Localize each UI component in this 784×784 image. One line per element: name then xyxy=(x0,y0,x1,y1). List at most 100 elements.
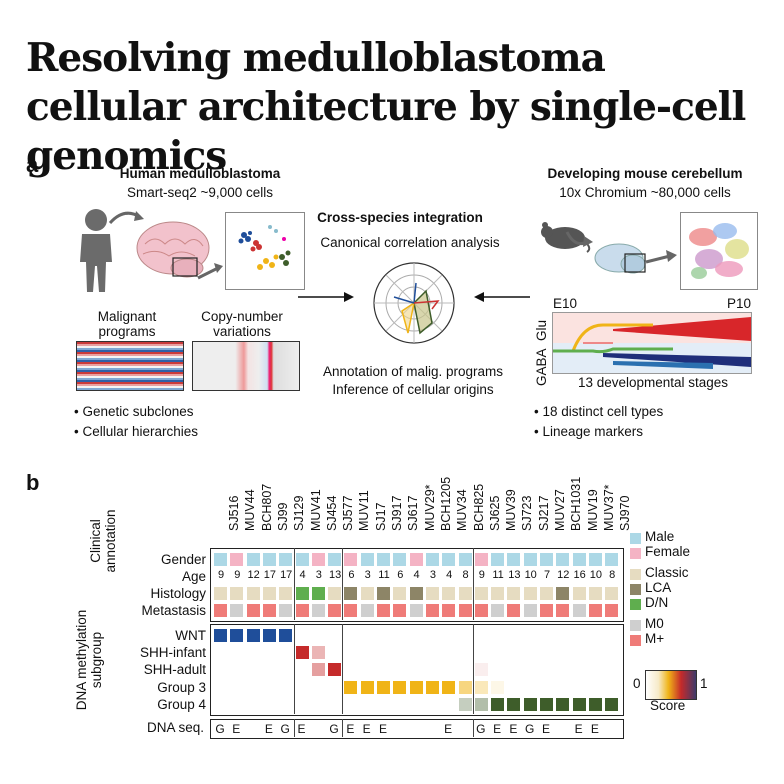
subgroup-score-cell xyxy=(230,629,244,642)
row-label: Age xyxy=(181,569,206,584)
arrow-icon xyxy=(645,250,677,264)
mouse-subtitle: 10x Chromium ~80,000 cells xyxy=(559,185,731,200)
gender-cell xyxy=(328,553,342,566)
age-cell: 12 xyxy=(557,569,570,581)
subgroup-score-cell xyxy=(507,698,521,711)
histology-cell xyxy=(295,587,309,600)
subgroup-score-cell xyxy=(540,698,553,711)
age-cell: 17 xyxy=(280,569,293,581)
gender-cell xyxy=(588,553,602,566)
legend-classic: Classic xyxy=(645,565,689,580)
age-cell: 7 xyxy=(543,569,551,581)
dnaseq-cell: G xyxy=(329,722,339,736)
sample-label: SJ217 xyxy=(536,495,551,531)
histology-cell xyxy=(214,587,227,600)
gender-cell xyxy=(491,553,505,566)
sample-label: BCH807 xyxy=(259,483,274,531)
row-label: Histology xyxy=(150,586,206,601)
age-cell: 4 xyxy=(299,569,306,581)
metastasis-cell xyxy=(425,604,439,617)
sample-label: SJ17 xyxy=(373,502,388,532)
histology-cell xyxy=(279,587,293,600)
gender-cell xyxy=(246,553,260,566)
gender-cell xyxy=(605,553,619,566)
age-cell: 10 xyxy=(524,569,537,581)
sample-label: SJ723 xyxy=(520,495,535,531)
center-out1: Annotation of malig. programs xyxy=(322,364,504,379)
mouse-umap-plot xyxy=(680,212,758,290)
center-title: Cross-species integration xyxy=(317,210,483,225)
cnv-label: Copy-number variations xyxy=(201,309,283,339)
metastasis-cell xyxy=(491,604,505,617)
human-tsne-plot xyxy=(225,212,305,290)
histology-cell xyxy=(540,587,553,600)
histology-cell xyxy=(572,587,586,600)
age-cell: 10 xyxy=(589,569,603,581)
dnaseq-cell: E xyxy=(590,722,599,736)
m0-swatch xyxy=(630,620,641,631)
panel-b-label: b xyxy=(26,470,40,495)
histology-cell xyxy=(491,587,505,600)
metastasis-cell xyxy=(442,604,456,617)
gender-cell xyxy=(311,553,325,566)
gender-cell xyxy=(425,553,439,566)
histology-cell xyxy=(507,587,521,600)
age-cell: 8 xyxy=(462,569,469,581)
histology-cell xyxy=(393,587,407,600)
age-cell: 13 xyxy=(328,569,342,581)
age-cell: 6 xyxy=(397,569,404,581)
subgroup-score-cell xyxy=(393,681,407,694)
radar-plot xyxy=(373,262,455,344)
gender-cell xyxy=(474,553,488,566)
legend-dn: D/N xyxy=(645,595,669,610)
group-divider xyxy=(473,548,474,620)
sample-label: MUV44 xyxy=(243,489,258,531)
child-icon xyxy=(80,209,112,292)
dnaseq-cell: E xyxy=(444,722,453,736)
brain-icon xyxy=(136,221,210,278)
sample-label: SJ516 xyxy=(227,495,241,531)
gender-cell xyxy=(556,553,570,566)
histology-cell xyxy=(523,587,537,600)
e10-label: E10 xyxy=(553,296,578,311)
age-cell: 16 xyxy=(573,569,586,581)
programs-heatmap xyxy=(76,341,184,391)
dnaseq-cell: E xyxy=(362,722,371,736)
dnaseq-cell: G xyxy=(476,722,486,736)
metastasis-cell xyxy=(605,604,619,617)
subgroup-score-cell xyxy=(295,646,309,659)
metastasis-cell xyxy=(328,604,342,617)
sample-label: SJ454 xyxy=(324,495,339,531)
dnaseq-cell: E xyxy=(493,722,502,736)
subgroup-score-cell xyxy=(328,663,342,676)
metastasis-cell xyxy=(230,604,244,617)
classic-swatch xyxy=(630,569,641,580)
histology-cell xyxy=(328,587,342,600)
histology-cell xyxy=(409,587,423,600)
gender-cell xyxy=(279,553,293,566)
mouse-bullet-2: • Lineage markers xyxy=(534,424,644,439)
sample-label: MUV27 xyxy=(553,489,567,531)
age-cell: 4 xyxy=(446,569,453,581)
age-cell: 17 xyxy=(263,569,277,581)
histology-cell xyxy=(377,587,390,600)
dnaseq-cell: E xyxy=(541,722,550,736)
dnaseq-cell: G xyxy=(280,722,290,736)
subgroup-score-cell xyxy=(344,681,358,694)
panel-a-label: a xyxy=(26,152,39,177)
subgroup-score-cell xyxy=(377,681,390,694)
group-divider xyxy=(294,719,295,737)
left-arrow-icon xyxy=(474,292,530,302)
histology-cell xyxy=(230,587,244,600)
cnv-heatmap xyxy=(192,341,300,391)
center-out2: Inference of cellular origins xyxy=(332,382,494,397)
metastasis-cell xyxy=(295,604,309,617)
histology-cell xyxy=(344,587,358,600)
row-label: WNT xyxy=(175,628,206,643)
metastasis-cell xyxy=(246,604,260,617)
subgroup-score-cell xyxy=(588,698,602,711)
score-max: 1 xyxy=(700,676,708,691)
dnaseq-cell: G xyxy=(525,722,535,736)
metastasis-cell xyxy=(409,604,423,617)
mouse-bullet-1: • 18 distinct cell types xyxy=(534,404,664,419)
